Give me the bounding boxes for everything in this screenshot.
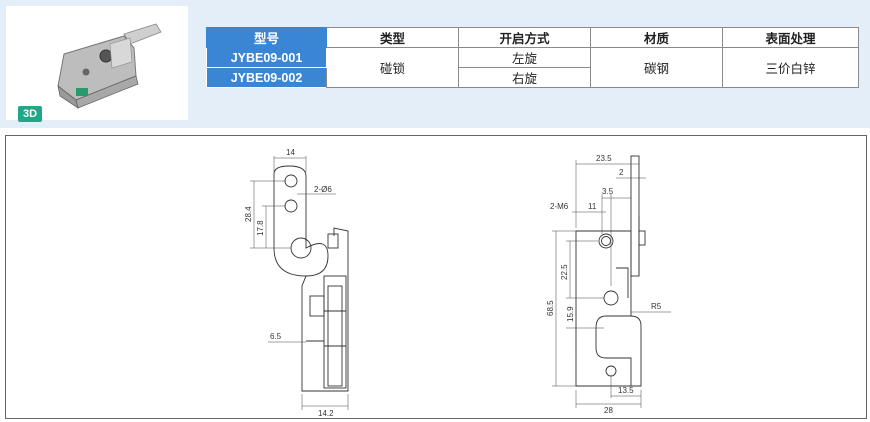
- header-model: 型号: [206, 27, 327, 48]
- dim-r5: R5: [651, 302, 662, 311]
- dim-28-4: 28.4: [244, 206, 253, 222]
- dim-68-5: 68.5: [546, 300, 555, 316]
- table-row: JYBE09-001 碰锁 左旋 碳钢 三价白锌: [206, 47, 859, 88]
- dim-11: 11: [588, 202, 597, 211]
- dim-2: 2: [619, 168, 624, 177]
- badge-3d: 3D: [18, 106, 42, 122]
- spec-table: 型号 类型 开启方式 材质 表面处理 JYBE09-001 碰锁 左旋 碳钢 三…: [206, 27, 859, 88]
- header-type: 类型: [326, 27, 459, 48]
- dim-15-9: 15.9: [566, 306, 575, 322]
- dim-14-2: 14.2: [318, 409, 334, 418]
- header-material: 材质: [590, 27, 723, 48]
- cell-type: 碰锁: [326, 47, 459, 88]
- cell-finish: 三价白锌: [722, 47, 859, 88]
- cell-material: 碳钢: [590, 47, 723, 88]
- dim-22-5: 22.5: [560, 264, 569, 280]
- dim-13-5: 13.5: [618, 386, 634, 395]
- cell-model: JYBE09-001: [206, 47, 327, 68]
- latch-3d-image: [57, 23, 162, 109]
- dim-3-5: 3.5: [602, 187, 614, 196]
- dim-6-5: 6.5: [270, 332, 282, 341]
- dim-14: 14: [286, 148, 295, 157]
- drawing-canvas: 14 2-Ø6 28.4 17.8 6.5 14.2 23.5 2 3.5 2-…: [244, 148, 671, 418]
- table-header-row: 型号 类型 开启方式 材质 表面处理: [206, 27, 859, 48]
- header-finish: 表面处理: [722, 27, 859, 48]
- dim-17-8: 17.8: [256, 220, 265, 236]
- dim-28: 28: [604, 406, 613, 415]
- dim-2-m6: 2-M6: [550, 202, 569, 211]
- dim-2-d6: 2-Ø6: [314, 185, 332, 194]
- table-row: JYBE09-002 右旋: [206, 67, 859, 88]
- spec-panel: 3D 型号 类型 开启方式 材质 表面处理 JYBE09-001 碰锁 左旋 碳…: [0, 0, 870, 128]
- header-open: 开启方式: [458, 27, 591, 48]
- cell-open: 右旋: [458, 67, 591, 88]
- product-photo: 3D: [6, 6, 188, 122]
- cell-model: JYBE09-002: [206, 67, 327, 88]
- cell-open: 左旋: [458, 47, 591, 68]
- dim-23-5: 23.5: [596, 154, 612, 163]
- technical-drawing: 14 2-Ø6 28.4 17.8 6.5 14.2 23.5 2 3.5 2-…: [5, 135, 867, 419]
